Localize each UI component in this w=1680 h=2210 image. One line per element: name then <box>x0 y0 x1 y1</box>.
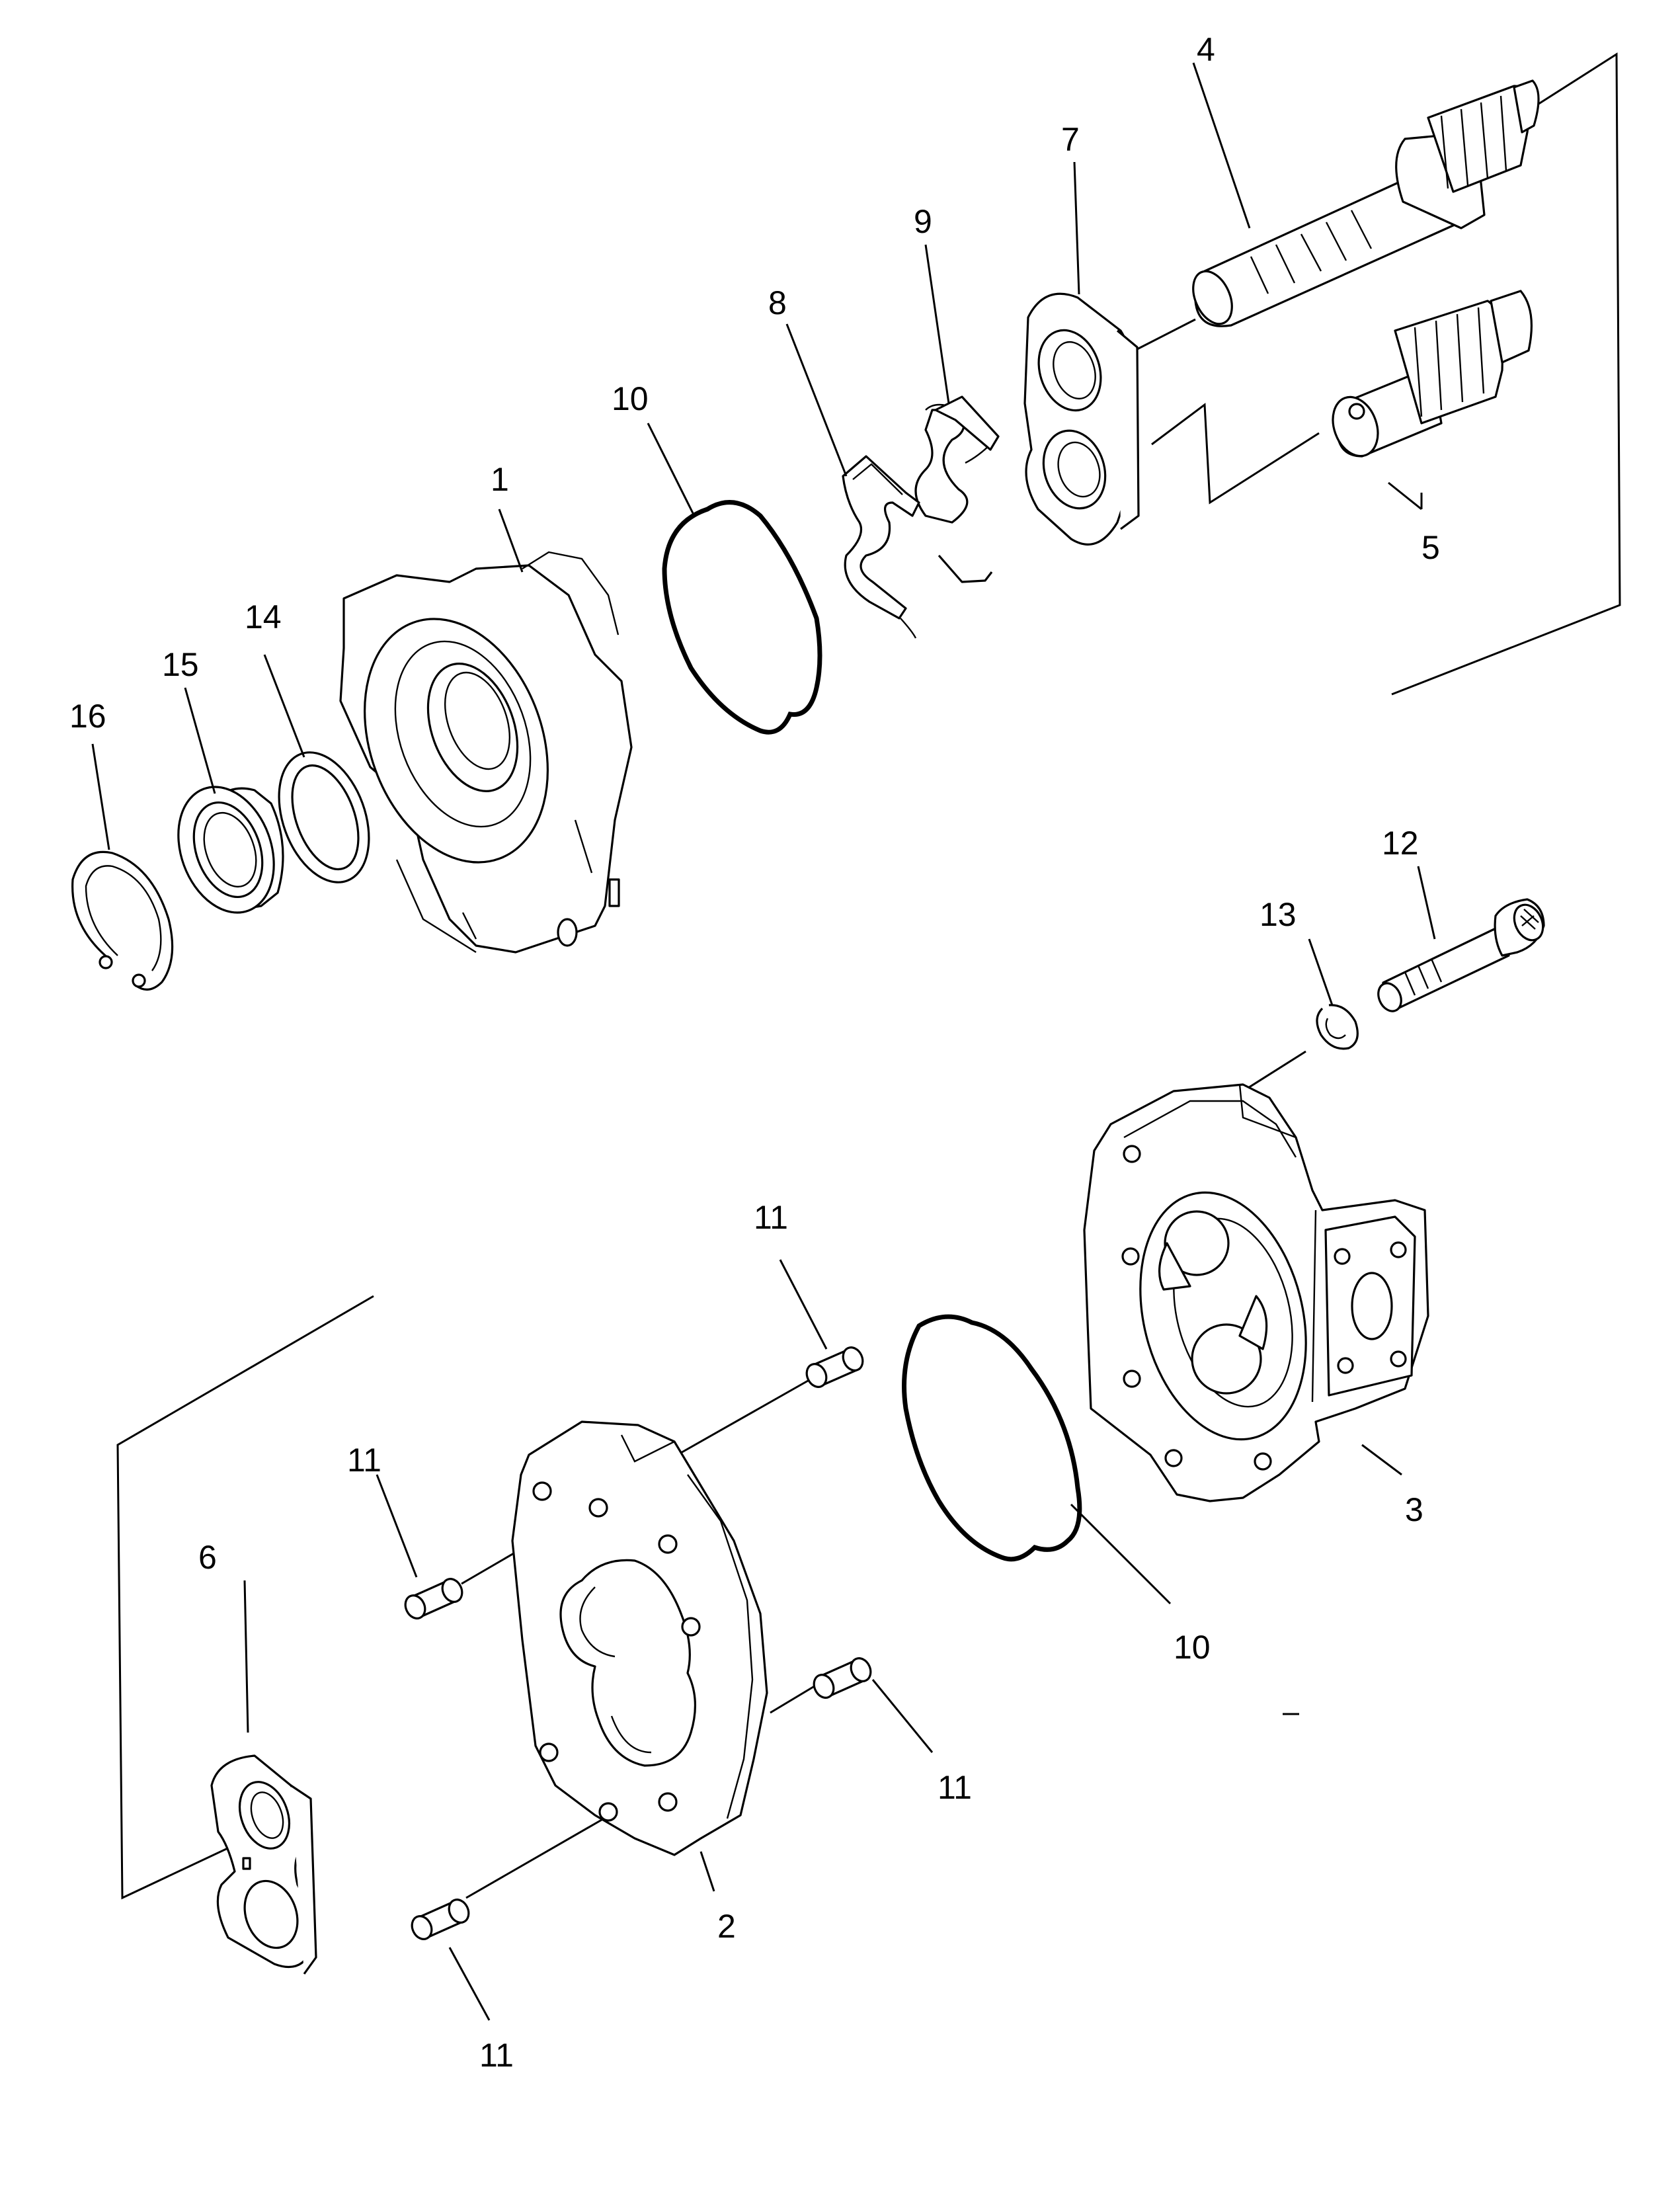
side-plate <box>210 1754 317 1975</box>
callout-labels: 4 7 9 8 10 1 5 14 15 16 12 13 11 11 3 6 … <box>69 31 1440 2074</box>
driven-gear <box>1332 290 1533 458</box>
dowel-pin-a <box>805 1346 864 1388</box>
callout-6: 6 <box>198 1539 217 1576</box>
rear-housing <box>1083 1083 1429 1502</box>
o-ring-upper <box>662 500 822 735</box>
dowel-pin-b <box>404 1578 463 1619</box>
callout-10-lower: 10 <box>1174 1629 1211 1666</box>
callout-8: 8 <box>768 284 787 321</box>
callout-2: 2 <box>717 1908 736 1945</box>
leader-lines <box>91 62 1436 2021</box>
callout-11-top: 11 <box>754 1199 788 1236</box>
assembly-frame-lines <box>116 52 1621 1900</box>
callout-4: 4 <box>1197 31 1215 68</box>
callout-9: 9 <box>914 203 932 240</box>
callout-16: 16 <box>69 698 106 735</box>
callout-5: 5 <box>1421 529 1440 566</box>
ball-bearing <box>177 786 284 914</box>
callout-12: 12 <box>1382 825 1419 862</box>
front-cover <box>339 551 633 954</box>
callout-11-left: 11 <box>347 1442 381 1479</box>
dowel-pin-c <box>813 1657 872 1699</box>
seal-ring <box>842 455 920 639</box>
o-ring-lower <box>902 1314 1082 1562</box>
callout-10-upper: 10 <box>612 380 649 417</box>
callout-14: 14 <box>245 598 282 635</box>
gear-case <box>511 1420 768 1856</box>
backup-seal-ring <box>914 395 1000 583</box>
callout-11-bottom: 11 <box>479 2037 514 2074</box>
callout-13: 13 <box>1260 896 1297 933</box>
callout-15: 15 <box>162 646 199 683</box>
snap-ring <box>71 850 174 991</box>
callout-3: 3 <box>1405 1491 1423 1528</box>
callout-7: 7 <box>1061 121 1080 158</box>
lock-washer <box>1316 1004 1359 1050</box>
bushing-plate <box>1023 292 1140 546</box>
cap-bolt <box>1377 898 1545 1012</box>
thrust-washer <box>278 751 370 883</box>
dowel-pin-d <box>411 1899 470 1940</box>
callout-1: 1 <box>491 461 509 498</box>
drive-gear-shaft <box>1192 79 1540 327</box>
callout-11-right: 11 <box>938 1769 972 1806</box>
